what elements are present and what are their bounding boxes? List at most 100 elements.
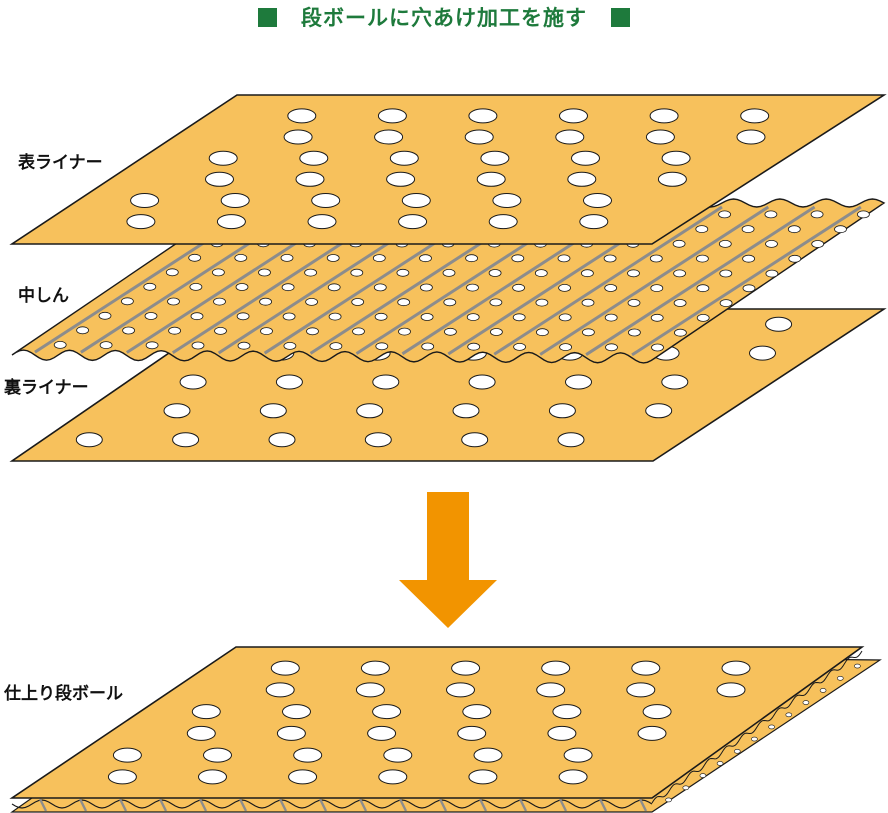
hole [721, 660, 751, 676]
hole [107, 769, 137, 785]
hole [854, 663, 861, 669]
hole [386, 171, 416, 187]
hole [696, 284, 710, 293]
hole [281, 283, 295, 292]
flute-stripe [558, 798, 568, 812]
hole [788, 254, 802, 263]
hole [98, 311, 112, 320]
hole [733, 748, 741, 754]
hole [130, 193, 160, 208]
flute-stripe [518, 798, 528, 812]
hole [287, 108, 317, 124]
hole [188, 253, 202, 262]
flute-stripe [358, 798, 368, 812]
hole [389, 150, 419, 166]
hole [306, 327, 319, 336]
flute-stripe [631, 205, 862, 357]
hole [328, 312, 342, 321]
hole [375, 342, 389, 351]
hole [513, 342, 526, 351]
flute-stripe [539, 205, 770, 356]
hole [311, 193, 341, 208]
down-arrow-icon [399, 492, 497, 628]
flute-stripe [493, 205, 723, 356]
hole [810, 210, 824, 219]
hole [420, 313, 434, 321]
hole [295, 171, 325, 187]
hole [468, 108, 498, 124]
hole [567, 171, 597, 187]
hole [742, 254, 755, 263]
label-medium: 中しん [18, 286, 69, 306]
hole [367, 725, 397, 741]
hole [765, 316, 793, 332]
hole [288, 769, 318, 785]
hole [736, 129, 766, 145]
hole [462, 704, 492, 720]
hole [397, 298, 411, 307]
hole [571, 150, 600, 166]
hole [213, 297, 226, 306]
hole [75, 432, 103, 448]
hole [582, 328, 595, 337]
hole [673, 269, 686, 278]
hole [626, 682, 656, 698]
hole [99, 341, 113, 350]
hole [237, 341, 251, 350]
hole [443, 327, 457, 336]
hole [645, 403, 673, 419]
hole [627, 298, 641, 307]
hole [552, 704, 582, 720]
hole [451, 660, 481, 676]
hole [191, 704, 221, 720]
hole [751, 736, 758, 742]
hole [672, 239, 686, 248]
hole [489, 328, 503, 336]
hole [476, 171, 506, 187]
hole [802, 700, 810, 705]
hole [378, 769, 408, 785]
square-bullet-icon [611, 8, 630, 27]
hole [126, 214, 156, 230]
hole [492, 193, 522, 208]
hole [699, 773, 707, 778]
hole [749, 345, 776, 361]
hole [327, 283, 341, 292]
hole [283, 341, 297, 350]
hole [558, 313, 572, 322]
hole [329, 342, 343, 351]
label-back-liner: 裏ライナー [4, 378, 89, 398]
hole [649, 108, 679, 124]
hole [512, 313, 526, 322]
label-finished-board: 仕上り段ボール [4, 684, 123, 704]
hole [299, 150, 329, 166]
flute-stripe [38, 798, 48, 812]
hole [190, 312, 204, 321]
hole [511, 254, 525, 263]
hole [307, 214, 337, 230]
hole [216, 214, 246, 230]
flute-stripe [585, 205, 816, 356]
hole [541, 660, 571, 676]
title-text: 段ボールに穴あけ加工を施す [301, 6, 587, 30]
hole [649, 254, 663, 263]
hole [220, 193, 250, 208]
hole [473, 747, 503, 763]
hole [765, 269, 779, 278]
hole [236, 312, 250, 321]
hole [558, 283, 571, 292]
flute-stripe [598, 798, 608, 812]
hole [446, 682, 475, 698]
hole [372, 704, 402, 720]
hole [716, 682, 746, 698]
hole [605, 343, 618, 352]
flute-stripe [438, 798, 448, 812]
hole [268, 432, 296, 448]
hole [719, 299, 733, 308]
hole [461, 432, 489, 448]
hole [168, 326, 182, 335]
hole [276, 725, 306, 741]
hole [665, 797, 672, 803]
hole [191, 341, 205, 350]
hole [374, 129, 404, 145]
